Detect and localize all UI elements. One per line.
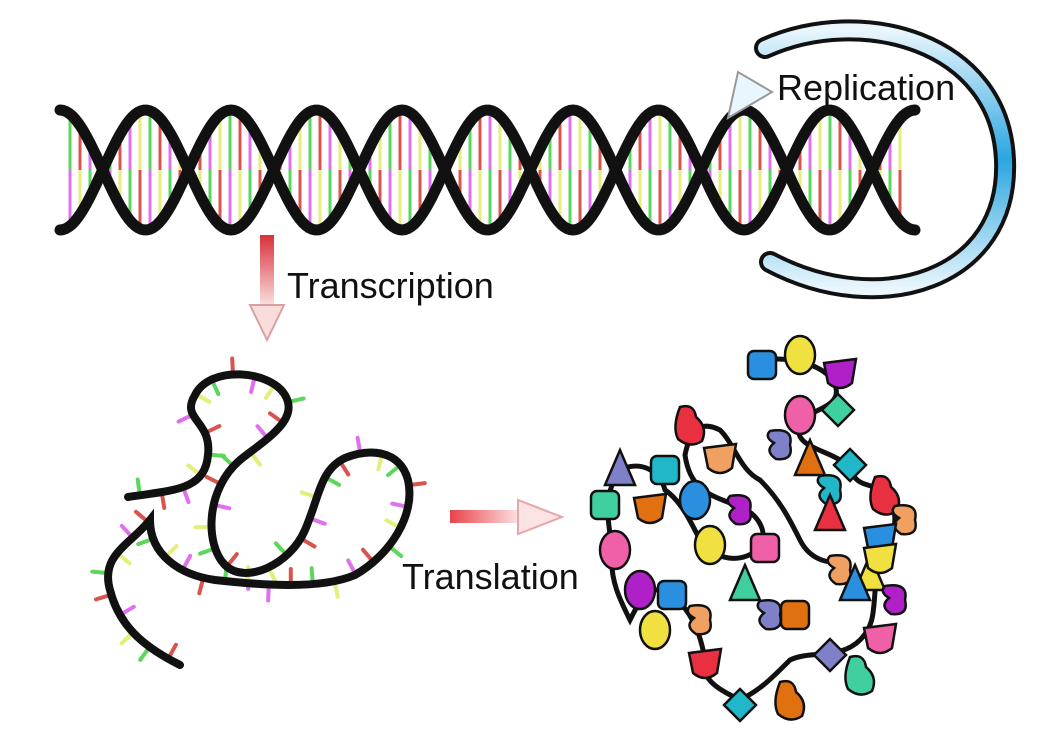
amino-acid-bead <box>728 561 762 602</box>
amino-acid-bead <box>862 542 898 575</box>
folded-protein-chain <box>589 334 917 723</box>
translation-label: Translation <box>402 556 579 597</box>
amino-acid-bead <box>891 504 917 536</box>
mrna-strand <box>90 356 427 669</box>
amino-acid-bead <box>766 429 792 461</box>
amino-acid-bead <box>589 489 621 521</box>
dna-strand-b <box>54 104 921 236</box>
amino-acid-bead <box>623 569 657 611</box>
amino-acid-bead <box>722 687 758 723</box>
amino-acid-bead <box>779 599 811 631</box>
transcription-arrow <box>248 235 286 343</box>
amino-acid-bead <box>603 446 637 487</box>
replication-cycle-arrow <box>726 19 1017 300</box>
amino-acid-bead <box>674 404 706 446</box>
amino-acid-bead <box>783 334 817 376</box>
amino-acid-bead <box>632 492 668 525</box>
amino-acid-bead <box>749 532 781 564</box>
dna-base-pairs <box>68 110 902 230</box>
transcription-label: Transcription <box>287 265 494 306</box>
amino-acid-bead <box>678 479 712 521</box>
amino-acid-bead <box>702 442 738 475</box>
amino-acid-bead <box>649 454 681 486</box>
amino-acid-bead <box>881 584 907 616</box>
dna-strand-a <box>54 104 921 236</box>
amino-acid-bead <box>746 349 778 381</box>
protein-amino-acids <box>589 334 917 723</box>
amino-acid-bead <box>687 647 723 680</box>
amino-acid-bead <box>638 609 672 651</box>
replication-label: Replication <box>777 67 955 108</box>
amino-acid-bead <box>826 554 852 586</box>
amino-acid-bead <box>686 604 712 636</box>
amino-acid-bead <box>783 394 817 436</box>
amino-acid-bead <box>822 357 858 390</box>
amino-acid-bead <box>656 579 688 611</box>
amino-acid-bead <box>693 524 727 566</box>
dna-double-helix <box>54 104 921 236</box>
amino-acid-bead <box>832 447 868 483</box>
amino-acid-bead <box>862 622 898 655</box>
amino-acid-bead <box>726 494 752 526</box>
amino-acid-bead <box>756 599 782 631</box>
amino-acid-bead <box>793 436 827 477</box>
amino-acid-bead <box>812 637 848 673</box>
replication-arrowhead-icon <box>726 70 774 121</box>
amino-acid-bead <box>813 491 847 532</box>
amino-acid-bead <box>774 679 806 721</box>
translation-arrow <box>450 498 565 536</box>
amino-acid-bead <box>820 392 856 428</box>
mrna-bases <box>90 356 427 662</box>
protein-backbone <box>605 356 898 703</box>
amino-acid-bead <box>838 561 872 602</box>
amino-acid-bead <box>598 529 632 571</box>
amino-acid-bead <box>844 654 876 696</box>
mrna-backbone <box>104 370 414 669</box>
